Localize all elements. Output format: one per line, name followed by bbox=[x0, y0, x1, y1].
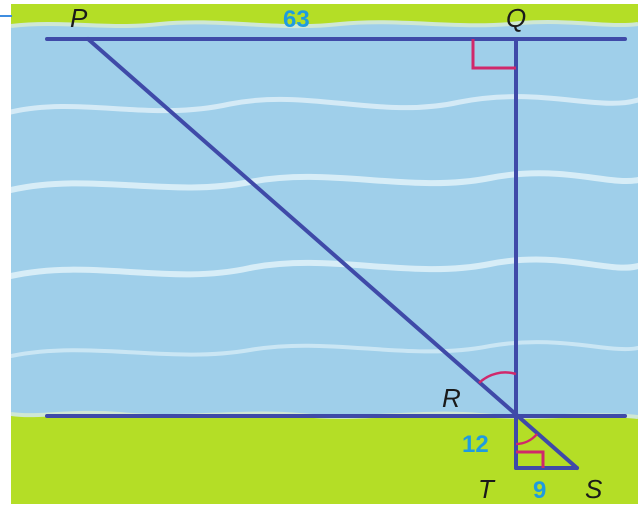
geometry-lines bbox=[45, 37, 627, 470]
label-p: P bbox=[70, 3, 88, 33]
length-pq: 63 bbox=[283, 6, 310, 33]
river-water bbox=[11, 21, 638, 418]
label-t: T bbox=[478, 474, 496, 504]
right-angle-mark-t bbox=[516, 450, 545, 468]
label-r: R bbox=[442, 383, 461, 413]
segment-ps bbox=[86, 37, 579, 470]
bottom-bank bbox=[11, 412, 638, 504]
angle-arc-upper bbox=[478, 371, 517, 384]
angle-arc-lower bbox=[515, 433, 538, 446]
right-angle-mark-q bbox=[471, 39, 516, 70]
length-rt: 12 bbox=[462, 431, 489, 458]
length-ts: 9 bbox=[533, 477, 546, 504]
label-q: Q bbox=[506, 3, 526, 33]
label-s: S bbox=[585, 474, 603, 504]
top-shore bbox=[11, 19, 638, 29]
